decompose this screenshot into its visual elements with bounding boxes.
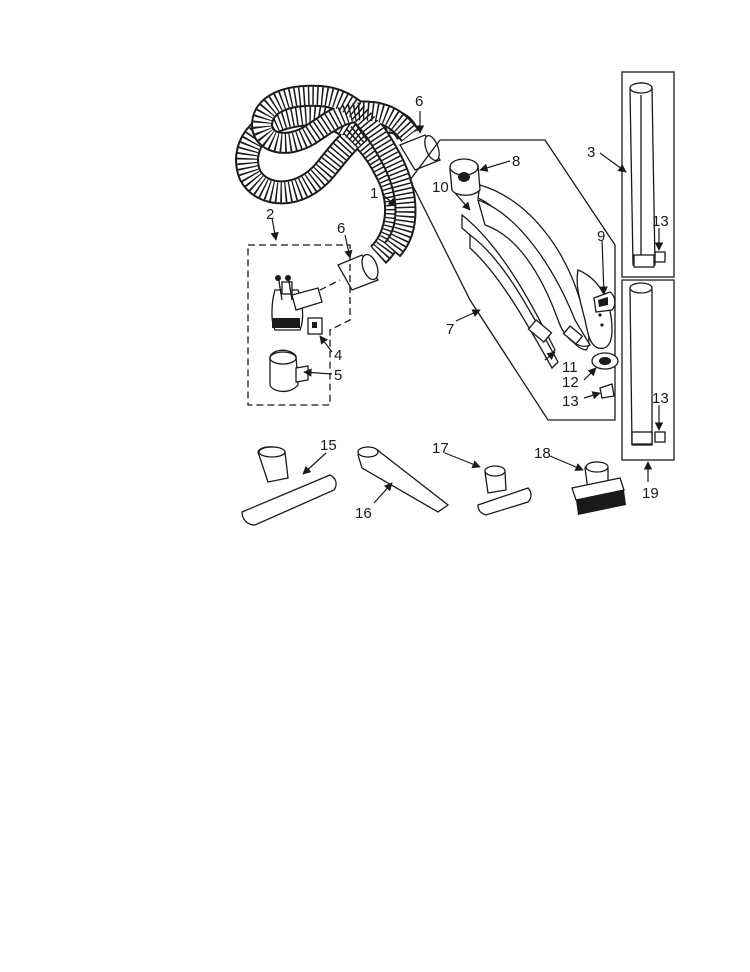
callout-1: 1 [370,185,378,202]
swivel-part [271,274,323,331]
callout-19: 19 [642,485,659,502]
callout-10: 10 [432,179,449,196]
callout-9: 9 [597,228,605,245]
callout-4: 4 [334,347,342,364]
small-plate-part [307,317,323,335]
hose-cuff-lower [299,253,379,301]
handle-box-outline [409,139,616,421]
lower-wand-part [629,282,666,446]
handle-cuff-part [449,158,481,196]
callout-15: 15 [320,437,337,454]
floor-tool-part [241,446,337,526]
hose-cuff-upper [399,134,441,171]
callout-11: 11 [562,359,578,376]
latch-button-small [599,383,615,399]
handle-part [461,184,613,370]
swivel-box-outline [247,244,351,406]
handle-clip-part [593,291,616,313]
upper-wand-box [621,71,675,278]
latch-part [591,352,619,370]
dusting-brush-part [571,461,626,515]
crevice-tool-part [357,446,450,513]
callout-17: 17 [432,440,449,457]
callout-6-upper: 6 [415,93,423,110]
callout-5: 5 [334,367,342,384]
callout-2: 2 [266,206,274,223]
callout-13-upper-wand: 13 [652,213,669,230]
callout-6-lower: 6 [337,220,345,237]
callout-13-lower-wand: 13 [652,390,669,407]
callout-8: 8 [512,153,520,170]
callout-16: 16 [355,505,372,522]
upholstery-tool-part [477,465,532,516]
callout-7: 7 [446,321,454,338]
callout-13-handle: 13 [562,393,579,410]
lower-wand-box [621,279,675,461]
hose-part [235,84,420,264]
upper-wand-part [629,82,666,268]
callout-12: 12 [562,374,579,391]
swivel-cap-part [269,349,309,393]
callout-18: 18 [534,445,551,462]
callout-3: 3 [587,144,595,161]
